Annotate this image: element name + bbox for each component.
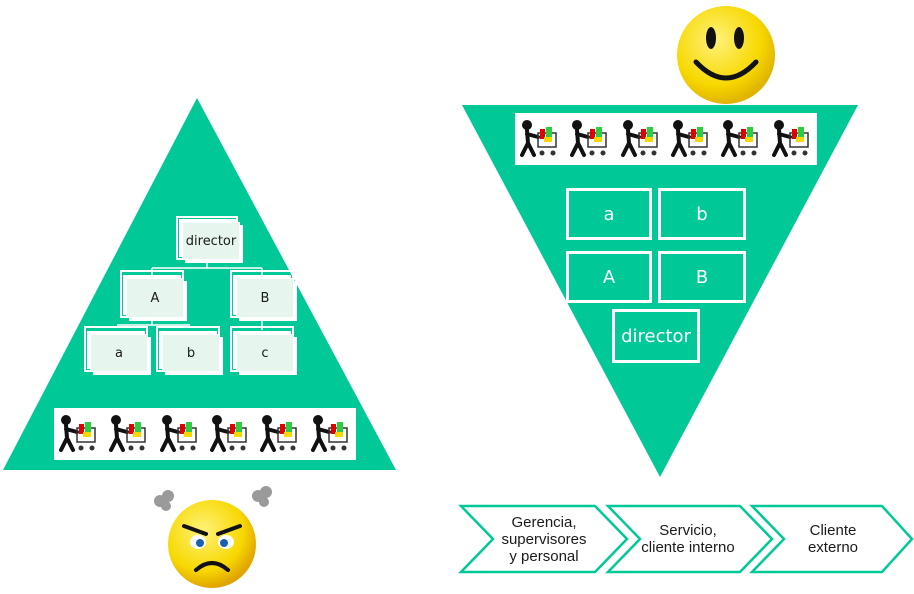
org-label: c (261, 345, 269, 361)
org-box-c: c (236, 334, 294, 372)
chevron-label-3: Cliente externo (807, 522, 859, 556)
org-box-a: a (90, 334, 148, 372)
org-label: B (260, 290, 270, 306)
org-box-A: A (126, 278, 184, 318)
org-box-b: b (162, 334, 220, 372)
box-label: a (603, 203, 615, 225)
shopper-icon (210, 415, 247, 452)
org-label: a (115, 345, 123, 361)
pyramid-triangle (3, 98, 396, 470)
shopper-icon (260, 415, 298, 452)
shopper-icon (59, 415, 96, 452)
shopper-icon (620, 120, 658, 157)
shopper-icon (310, 415, 348, 452)
org-label: director (185, 233, 237, 249)
org-label: b (186, 345, 196, 361)
shopper-icon (771, 120, 809, 157)
box-B: B (658, 251, 746, 303)
org-label: A (150, 290, 160, 306)
box-label: A (602, 266, 616, 288)
box-label: director (621, 325, 691, 347)
shopper-icon (109, 415, 147, 452)
org-connectors (117, 260, 263, 330)
org-box-director: director (182, 222, 240, 260)
box-label: B (695, 266, 709, 288)
shopper-icon (520, 120, 557, 157)
shopper-icon (159, 415, 197, 452)
org-box-B: B (236, 278, 294, 318)
shoppers-strip (515, 113, 817, 165)
chevron-3 (749, 504, 914, 574)
chevron-label-1: Gerencia, supervisores y personal (501, 513, 587, 565)
box-A: A (566, 251, 652, 303)
chevron-2 (605, 504, 774, 574)
chevron-1 (458, 504, 629, 574)
smoke-icon (154, 486, 272, 511)
shopper-icon (671, 120, 708, 157)
box-label: b (696, 203, 708, 225)
angry-face-icon (154, 486, 272, 588)
shopper-icon (721, 120, 759, 157)
box-a: a (566, 188, 652, 240)
box-director: director (612, 309, 700, 363)
happy-face-icon (677, 6, 775, 104)
shoppers-strip (54, 408, 356, 460)
chevron-process (458, 504, 914, 574)
chevron-label-2: Servicio, cliente interno (641, 522, 735, 556)
shopper-icon (570, 120, 608, 157)
box-b: b (658, 188, 746, 240)
